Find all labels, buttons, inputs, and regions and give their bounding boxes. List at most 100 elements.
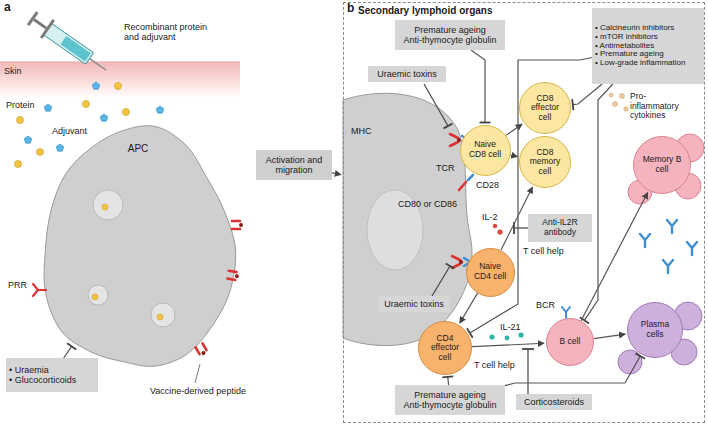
il21-molecules — [489, 332, 523, 340]
inhibition-bars — [432, 266, 450, 296]
skin-layer — [0, 62, 240, 63]
node-text: Corticosteroids — [524, 397, 584, 407]
node-text: Naive CD4 cell — [471, 262, 509, 281]
node-text: • Calcineurin inhibitors — [595, 24, 674, 33]
inhibitor-box: Premature ageingAnti-thymocyte globulin — [395, 20, 505, 50]
antibodies — [663, 260, 673, 273]
protein-particles — [115, 83, 122, 90]
syringe — [25, 9, 112, 79]
memory-b-cell-cluster — [628, 134, 704, 204]
cytokine-label: IL-21 — [500, 322, 521, 332]
t-cell: Naive CD4 cell — [466, 248, 515, 297]
receptor-label: BCR — [536, 300, 555, 310]
mhc-tcr-contacts — [468, 175, 473, 180]
inhibitor-box: Uraemic toxins — [368, 66, 446, 82]
t-cell: Naive CD8 cell — [460, 125, 511, 176]
adjuvant-particles — [24, 136, 32, 143]
panel-title: Secondary lymphoid organs — [358, 5, 492, 16]
inhibition-bars — [446, 263, 455, 268]
node-text: • Glucocorticoids — [9, 375, 76, 385]
arrow-connector — [510, 155, 518, 157]
cytokine-label: IL-2 — [482, 212, 498, 222]
adjuvant-particles — [44, 104, 52, 111]
node-text: Uraemic toxins — [384, 299, 444, 309]
node-text: • Antimetabolites — [595, 42, 654, 51]
il2-molecules — [493, 224, 497, 228]
syringe — [34, 20, 46, 29]
receptor-label: CD28 — [476, 180, 499, 190]
endosome — [93, 190, 123, 220]
inhibitor-box: Premature ageingAnti-thymocyte globulin — [395, 385, 505, 415]
antibodies — [687, 242, 697, 255]
receptor-label: PRR — [8, 280, 27, 290]
mhc-tcr-contacts — [452, 256, 460, 268]
adjuvant-particles — [156, 106, 164, 113]
t-cell: CD4 effector cell — [418, 321, 472, 375]
receptor-label: TCR — [436, 163, 455, 173]
node-text: Anti-thymocyte globulin — [403, 35, 496, 45]
inhibition-connector — [471, 50, 485, 123]
protein-particles — [17, 117, 24, 124]
node-text: CD8 effector cell — [528, 94, 563, 123]
antibodies — [640, 220, 697, 273]
syringe — [61, 36, 91, 61]
annotation: Recombinant protein and adjuvant — [124, 22, 216, 42]
lymph-node-apc — [343, 93, 472, 345]
mhc-tcr-contacts — [459, 182, 466, 190]
panel-letter: b — [347, 2, 354, 15]
peptide — [201, 350, 206, 355]
node-text: B cell — [560, 337, 581, 347]
syringe — [43, 23, 94, 64]
inhibition-bars — [424, 84, 448, 126]
cytokine-label: Pro-inflammatory cytokines — [630, 92, 694, 121]
antibodies — [640, 234, 650, 247]
mhc-tcr-contacts — [450, 134, 458, 146]
endosome — [151, 303, 175, 327]
lymph-node-apc — [343, 93, 472, 345]
node-text: CD4 effector cell — [426, 334, 464, 363]
inhibitor-box: Uraemic toxins — [378, 296, 450, 312]
inhibition-bars — [514, 227, 528, 228]
protein-particles — [37, 149, 44, 156]
apc-outline — [38, 125, 238, 375]
inhibitor-box: Anti-IL2R antibody — [528, 214, 592, 242]
protein-particle — [92, 294, 98, 300]
receptor-label: MHC — [351, 126, 372, 136]
il2-molecules — [497, 229, 502, 234]
leader-line — [195, 364, 200, 383]
inhibition-connector — [64, 346, 72, 358]
process-box: Activation and migration — [256, 150, 332, 180]
t-cell: CD8 effector cell — [519, 82, 571, 134]
adjuvant-particles — [92, 82, 100, 89]
node-text: • Uraemia — [9, 365, 49, 375]
cell-membrane — [44, 126, 236, 367]
protein-particle — [157, 314, 163, 320]
inhibition-connector — [447, 377, 449, 385]
peptide — [239, 223, 243, 227]
arrow-connector — [506, 124, 522, 135]
node-text: Activation and migration — [259, 155, 329, 175]
protein-particles — [83, 101, 90, 108]
process-label: T cell help — [474, 360, 515, 370]
node-text: Premature ageing — [414, 25, 486, 35]
inhibition-connector — [584, 84, 612, 320]
arrow-connector — [332, 173, 341, 175]
mhc-molecule — [232, 221, 240, 229]
b-cell-receptor — [562, 307, 570, 318]
panel-region: Secondary lymphoid organsPremature agein… — [343, 2, 705, 423]
tissue-label: Skin — [4, 66, 22, 76]
protein-particle — [102, 204, 108, 210]
b-cell-receptor — [562, 307, 570, 318]
molecule-label: Adjuvant — [52, 126, 87, 136]
adjuvant-particles — [56, 144, 64, 151]
cytokine-molecules — [609, 93, 613, 97]
il21-molecules — [505, 336, 510, 341]
t-cell: CD8 memory cell — [519, 136, 571, 188]
syringe — [27, 11, 39, 26]
b-cell: B cell — [546, 318, 594, 366]
cytokine-molecules — [609, 93, 628, 111]
adjuvant-particles — [100, 114, 108, 121]
process-label: T cell help — [523, 246, 564, 256]
mhc-tcr-contacts — [459, 260, 463, 264]
prr-receptor — [33, 284, 46, 296]
